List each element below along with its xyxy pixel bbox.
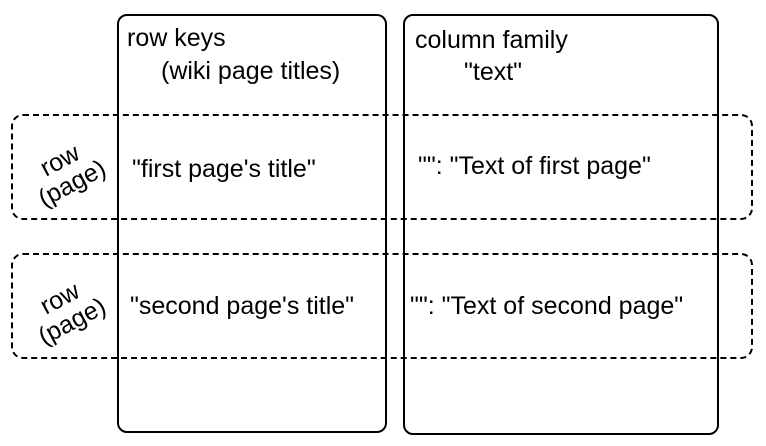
row-keys-title: row keys [127, 24, 226, 52]
row-keys-subtitle: (wiki page titles) [161, 57, 341, 85]
row-second-page [11, 253, 753, 359]
row-keys-column [117, 14, 387, 433]
row-key-cell: "first page's title" [132, 155, 316, 183]
row-first-page [11, 114, 753, 220]
column-family-text-column [403, 14, 719, 435]
column-family-title: column family [415, 26, 568, 54]
column-family-name: "text" [464, 58, 523, 86]
row-key-cell: "second page's title" [130, 292, 355, 320]
text-value-cell: "": "Text of first page" [418, 152, 651, 180]
text-value-cell: "": "Text of second page" [410, 292, 684, 320]
